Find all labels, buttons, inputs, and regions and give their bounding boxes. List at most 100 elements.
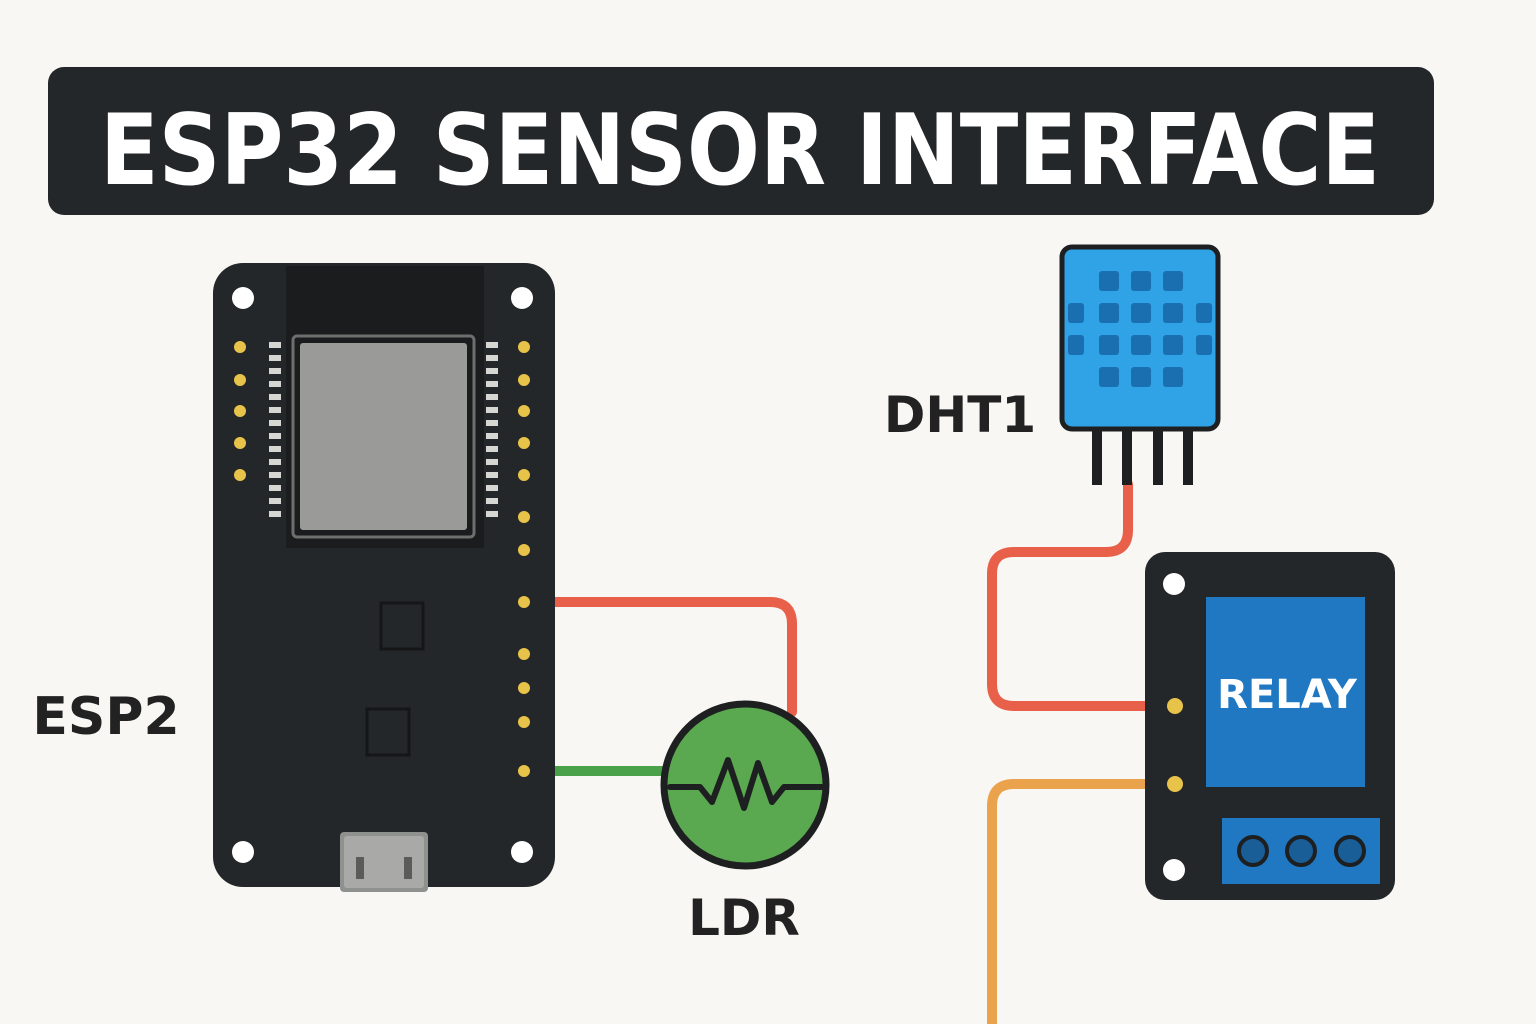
mounting-hole-icon bbox=[511, 287, 533, 309]
module-pad bbox=[269, 433, 281, 439]
diagram-title: ESP32 SENSOR INTERFACE bbox=[100, 94, 1380, 208]
module-pad bbox=[269, 355, 281, 361]
terminal-screw bbox=[1285, 835, 1317, 867]
module-pad bbox=[486, 355, 498, 361]
module-pad bbox=[269, 446, 281, 452]
dht-vent bbox=[1163, 303, 1183, 323]
dht-vent bbox=[1099, 271, 1119, 291]
wire-esp-ldr-red bbox=[520, 597, 797, 717]
esp32-board bbox=[213, 263, 555, 892]
esp-pin bbox=[518, 682, 530, 694]
esp-pin bbox=[234, 341, 246, 353]
esp-pin bbox=[234, 405, 246, 417]
dht-vent bbox=[1068, 303, 1084, 323]
dht-vent bbox=[1099, 335, 1119, 355]
esp-pin bbox=[518, 437, 530, 449]
usb-port-icon bbox=[340, 832, 428, 892]
module-pad bbox=[486, 420, 498, 426]
esp-pin bbox=[234, 374, 246, 386]
dht-vent bbox=[1099, 367, 1119, 387]
mounting-hole-icon bbox=[232, 287, 254, 309]
module-pad bbox=[269, 407, 281, 413]
terminal-screw bbox=[1237, 835, 1269, 867]
esp-pin bbox=[518, 374, 530, 386]
dht-vent bbox=[1068, 335, 1084, 355]
dht-leg bbox=[1122, 429, 1132, 485]
esp-pin bbox=[518, 341, 530, 353]
module-pad bbox=[486, 342, 498, 348]
module-pad bbox=[486, 472, 498, 478]
module-pad bbox=[486, 433, 498, 439]
module-pad bbox=[486, 459, 498, 465]
relay-pin bbox=[1167, 698, 1183, 714]
esp-pins-left bbox=[234, 341, 246, 481]
ldr-sensor bbox=[660, 700, 830, 870]
esp-pin bbox=[518, 716, 530, 728]
dht-vent bbox=[1131, 367, 1151, 387]
module-pad bbox=[269, 381, 281, 387]
relay-pin bbox=[1167, 776, 1183, 792]
dht-vent bbox=[1131, 335, 1151, 355]
module-pad bbox=[486, 394, 498, 400]
module-pad bbox=[269, 342, 281, 348]
esp-pin bbox=[234, 469, 246, 481]
mounting-hole-icon bbox=[511, 841, 533, 863]
dht-vent bbox=[1163, 367, 1183, 387]
ldr-label: LDR bbox=[688, 889, 800, 947]
module-pad bbox=[269, 511, 281, 517]
dht-label: DHT1 bbox=[884, 386, 1036, 444]
module-pad bbox=[269, 420, 281, 426]
module-pad bbox=[269, 368, 281, 374]
mounting-hole-icon bbox=[1163, 573, 1185, 595]
wire-relay-orange bbox=[987, 779, 1180, 1024]
wire-dht-relay-red bbox=[987, 479, 1180, 711]
module-pad bbox=[269, 394, 281, 400]
board-button bbox=[365, 707, 411, 757]
module-pad bbox=[486, 368, 498, 374]
esp-pin bbox=[518, 405, 530, 417]
resistor-symbol-icon bbox=[667, 757, 825, 811]
esp-pin bbox=[518, 469, 530, 481]
mounting-hole-icon bbox=[1163, 859, 1185, 881]
module-pad bbox=[486, 381, 498, 387]
relay-label: RELAY bbox=[1217, 672, 1358, 718]
dht-vent bbox=[1131, 303, 1151, 323]
module-pad bbox=[269, 498, 281, 504]
esp-pin bbox=[234, 437, 246, 449]
dht-vent bbox=[1196, 303, 1212, 323]
module-pad bbox=[486, 407, 498, 413]
dht-vent bbox=[1163, 335, 1183, 355]
esp-pin bbox=[518, 765, 530, 777]
title-bar: ESP32 SENSOR INTERFACE bbox=[48, 67, 1434, 215]
dht-legs bbox=[1092, 429, 1193, 485]
module-pad bbox=[269, 472, 281, 478]
dht-vent bbox=[1196, 335, 1212, 355]
dht-leg bbox=[1092, 429, 1102, 485]
dht-leg bbox=[1153, 429, 1163, 485]
mounting-hole-icon bbox=[232, 841, 254, 863]
module-pads-right bbox=[486, 342, 498, 517]
esp-label: ESP2 bbox=[32, 687, 179, 747]
dht-leg bbox=[1183, 429, 1193, 485]
dht-vent bbox=[1131, 271, 1151, 291]
board-button bbox=[379, 601, 425, 651]
esp-pin bbox=[518, 648, 530, 660]
esp-pins-right bbox=[518, 341, 530, 777]
module-pad bbox=[269, 459, 281, 465]
module-pad bbox=[486, 511, 498, 517]
module-pad bbox=[486, 485, 498, 491]
dht-vent bbox=[1099, 303, 1119, 323]
dht-sensor bbox=[1059, 244, 1221, 485]
relay-module: RELAY bbox=[1145, 552, 1395, 900]
esp-pin bbox=[518, 544, 530, 556]
wires bbox=[520, 479, 1180, 1024]
terminal-screw bbox=[1334, 835, 1366, 867]
module-pads-left bbox=[269, 342, 281, 517]
module-pad bbox=[269, 485, 281, 491]
dht-vent-grid bbox=[1068, 271, 1212, 387]
relay-panel bbox=[1206, 597, 1365, 787]
dht-vent bbox=[1163, 271, 1183, 291]
module-pad bbox=[486, 498, 498, 504]
esp-pin bbox=[518, 511, 530, 523]
